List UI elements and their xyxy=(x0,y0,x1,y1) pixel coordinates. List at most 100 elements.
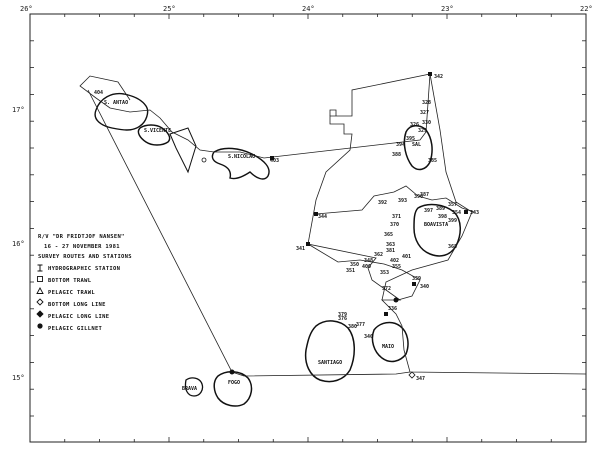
station-label: 368 xyxy=(448,244,457,250)
island-sal xyxy=(403,125,433,171)
station-label: 343 xyxy=(470,210,479,216)
legend: R/V "DR FRIDTJOF NANSEN" 16 - 27 NOVEMBE… xyxy=(36,234,132,332)
island-label-maio: MAIO xyxy=(382,344,394,350)
island-label-s-vicente: S.VICENTE xyxy=(144,128,171,134)
station-marker xyxy=(306,242,310,246)
lon-tick-label: 26° xyxy=(20,5,33,13)
station-marker xyxy=(464,210,468,214)
station-label: 398 xyxy=(438,214,447,220)
lat-tick-label: 16° xyxy=(12,240,25,248)
station-label: 377 xyxy=(356,322,365,328)
island-label-brava: BRAVA xyxy=(182,386,197,392)
station-label: 401 xyxy=(402,254,411,260)
station-marker xyxy=(229,369,235,375)
lat-ticks: 17°16°15° xyxy=(12,13,586,417)
survey-route-4 xyxy=(315,185,475,215)
bottom-long-line-symbol-icon xyxy=(36,298,44,306)
station-label: 355 xyxy=(392,264,401,270)
station-label: 347 xyxy=(416,376,425,382)
station-label: 372 xyxy=(382,286,391,292)
station-label: 362 xyxy=(374,252,383,258)
station-label: 344 xyxy=(318,214,327,220)
station-label: 388 xyxy=(392,152,401,158)
legend-title-line: SURVEY ROUTES AND STATIONS xyxy=(38,254,132,260)
station-label: 354 xyxy=(452,210,461,216)
pelagic-gillnet-symbol-icon xyxy=(37,323,43,329)
lon-tick-label: 23° xyxy=(441,5,454,13)
survey-route-6 xyxy=(329,109,337,116)
island-santa-luzia xyxy=(169,127,197,174)
station-marker xyxy=(412,282,416,286)
station-label: 404 xyxy=(94,90,103,96)
station-label: 336 xyxy=(388,306,397,312)
island-label-s-antao: S. ANTAO xyxy=(104,100,128,106)
station-marker xyxy=(428,72,432,76)
survey-route-3 xyxy=(381,73,473,301)
legend-item-label: PELAGIC GILLNET xyxy=(48,326,103,332)
island-label-s-nicolau: S.NICOLAU xyxy=(228,154,255,160)
station-label: 339 xyxy=(412,276,421,282)
station-label: 326 xyxy=(410,122,419,128)
station-label: 346 xyxy=(364,334,373,340)
station-label: 381 xyxy=(386,248,395,254)
station-marker xyxy=(384,312,388,316)
station-label: 342 xyxy=(434,74,443,80)
station-label: 353 xyxy=(380,270,389,276)
island-fogo xyxy=(213,371,253,407)
station-label: 340 xyxy=(420,284,429,290)
station-labels: 342 328 327 330 329 326 388 385 394 395 … xyxy=(94,74,479,382)
station-label: 395 xyxy=(406,136,415,142)
station-label: 380 xyxy=(348,324,357,330)
station-label: 390 xyxy=(414,194,423,200)
station-label: 365 xyxy=(384,232,393,238)
station-label: 371 xyxy=(392,214,401,220)
station-label: 330 xyxy=(422,120,431,126)
station-label: 389 xyxy=(436,206,445,212)
station-label: 403 xyxy=(270,158,279,164)
island-label-sal: SAL xyxy=(412,142,421,148)
legend-title-line: 16 - 27 NOVEMBER 1981 xyxy=(44,244,120,250)
island-s-nicolau xyxy=(211,147,270,180)
station-label: 376 xyxy=(338,316,347,322)
station-label: 348 xyxy=(364,258,373,264)
station-label: 351 xyxy=(346,268,355,274)
station-label: 328 xyxy=(422,100,431,106)
station-label: 397 xyxy=(424,208,433,214)
station-label: 387 xyxy=(420,192,429,198)
station-label: 357 xyxy=(448,202,457,208)
island-brava xyxy=(184,377,204,397)
station-marker xyxy=(270,156,274,160)
legend-item-label: BOTTOM TRAWL xyxy=(48,278,92,284)
survey-route xyxy=(79,73,587,375)
station-marker xyxy=(201,157,207,163)
legend-item-label: PELAGIC TRAWL xyxy=(48,290,95,296)
island-label-boavista: BOAVISTA xyxy=(424,222,448,228)
map-frame xyxy=(29,13,587,443)
station-label: 350 xyxy=(350,262,359,268)
legend-item-label: PELAGIC LONG LINE xyxy=(48,314,109,320)
bottom-trawl-symbol-icon xyxy=(37,276,43,282)
station-marker xyxy=(393,297,399,303)
station-label: 393 xyxy=(398,198,407,204)
station-label: 341 xyxy=(296,246,305,252)
legend-item-label: HYDROGRAPHIC STATION xyxy=(48,266,120,272)
station-label: 400 xyxy=(362,264,371,270)
lon-tick-label: 22° xyxy=(580,5,593,13)
island-label-santiago: SANTIAGO xyxy=(318,360,342,366)
station-label: 363 xyxy=(386,242,395,248)
station-label: 392 xyxy=(378,200,387,206)
survey-route-5 xyxy=(307,243,421,301)
legend-item-label: BOTTOM LONG LINE xyxy=(48,302,106,308)
legend-title-line: R/V "DR FRIDTJOF NANSEN" xyxy=(38,234,125,240)
lon-ticks: 26°25°24°23°22° xyxy=(20,5,593,442)
island-santiago xyxy=(304,320,355,383)
station-label: 327 xyxy=(420,110,429,116)
island-maio xyxy=(371,321,409,363)
station-markers xyxy=(201,72,468,379)
station-label: 385 xyxy=(428,158,437,164)
island-s-vicente xyxy=(137,124,171,146)
island-label-fogo: FOGO xyxy=(228,380,240,386)
hydrographic-station-symbol-icon xyxy=(37,264,43,272)
station-label: 329 xyxy=(418,128,427,134)
